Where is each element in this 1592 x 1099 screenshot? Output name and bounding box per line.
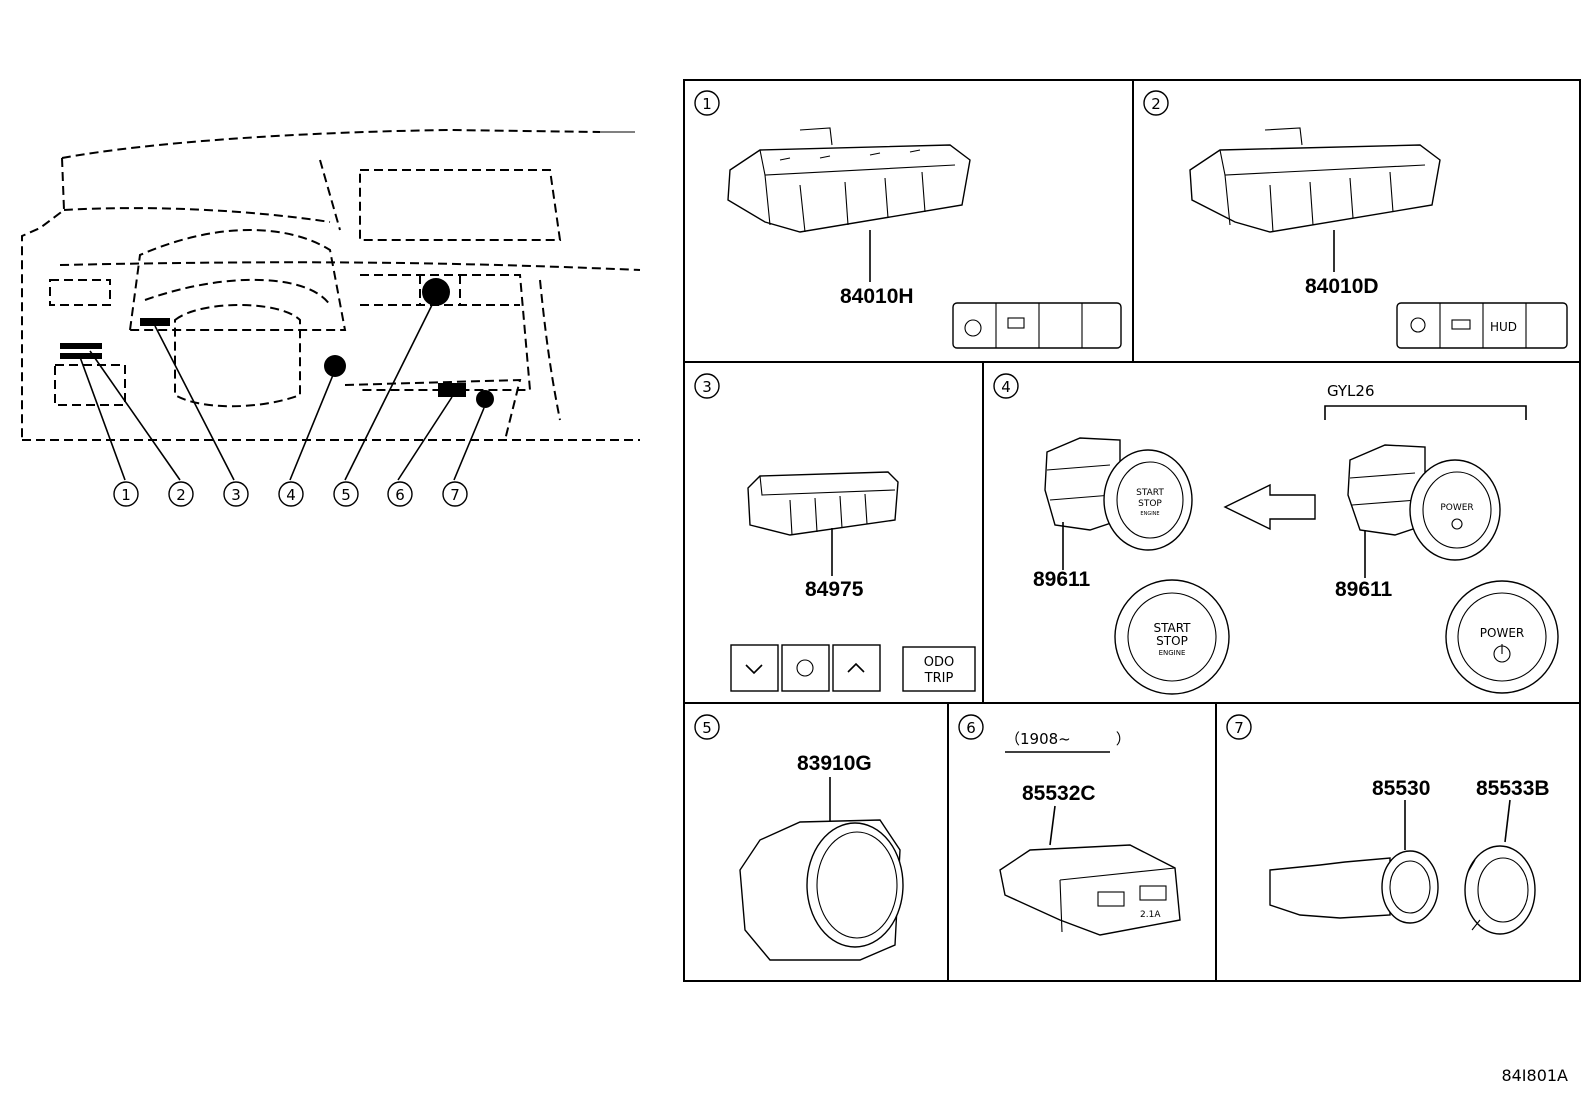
panel-2-index bbox=[1143, 90, 1169, 116]
button-row-3: ODO TRIP bbox=[730, 644, 976, 692]
start-label-small: START bbox=[1136, 488, 1164, 498]
callout-4 bbox=[278, 481, 304, 507]
usb-socket-1-icon bbox=[1097, 891, 1125, 907]
panel-4-index-label: 4 bbox=[1001, 378, 1011, 396]
usb-rating-label: 2.1A bbox=[1140, 910, 1161, 920]
part-number-85530: 85530 bbox=[1372, 777, 1430, 800]
callout-2 bbox=[168, 481, 194, 507]
variant-bracket bbox=[1324, 405, 1527, 420]
part-number-84975: 84975 bbox=[805, 578, 864, 601]
panel-grid bbox=[683, 79, 1581, 982]
part-number-84010h: 84010H bbox=[840, 285, 914, 308]
marker-2 bbox=[60, 353, 102, 359]
chevron-down-icon bbox=[745, 664, 763, 675]
ring-85533b bbox=[1464, 845, 1536, 935]
part-number-84010d: 84010D bbox=[1305, 275, 1379, 298]
callout-3-label: 3 bbox=[231, 486, 241, 504]
switch-block-84010d bbox=[1189, 127, 1441, 233]
panel-1-index bbox=[694, 90, 720, 116]
diagram-code: 84I801A bbox=[1501, 1066, 1568, 1085]
arrow-left-icon bbox=[1223, 483, 1316, 531]
power-label-small: POWER bbox=[1440, 503, 1473, 513]
dashboard-overview: 1 2 3 4 5 6 7 bbox=[21, 128, 641, 507]
hud-label: HUD bbox=[1490, 320, 1517, 334]
callout-2-label: 2 bbox=[176, 486, 186, 504]
odo-trip-button-face bbox=[902, 646, 976, 692]
chevron-up-icon bbox=[847, 662, 865, 673]
power-icon-small bbox=[1451, 518, 1463, 530]
panel-2-index-label: 2 bbox=[1151, 95, 1161, 113]
callout-5-label: 5 bbox=[341, 486, 351, 504]
variant-gyl26-label: GYL26 bbox=[1327, 382, 1374, 400]
stop-label-small: STOP bbox=[1138, 499, 1162, 509]
socket-85530 bbox=[1269, 850, 1439, 924]
callout-1 bbox=[113, 481, 139, 507]
steering-heater-icon bbox=[964, 319, 982, 337]
marker-6 bbox=[438, 383, 466, 397]
up-button-face bbox=[832, 644, 881, 692]
callout-3 bbox=[223, 481, 249, 507]
start-label: START bbox=[1153, 621, 1191, 635]
marker-4 bbox=[324, 355, 346, 377]
stop-label: STOP bbox=[1156, 634, 1188, 648]
switch-face-row-1 bbox=[952, 302, 1122, 349]
illumination-button-face bbox=[781, 644, 830, 692]
switch-block-84010h bbox=[727, 127, 971, 233]
auto-headlight-icon bbox=[1410, 317, 1426, 333]
start-stop-switch: START STOP ENGINE bbox=[1044, 437, 1193, 551]
start-stop-button-face: START STOP ENGINE bbox=[1114, 579, 1230, 695]
usb-socket-2-icon bbox=[1139, 885, 1167, 901]
usb-port-85532c: 2.1A bbox=[999, 844, 1181, 936]
panel-3-index bbox=[694, 373, 720, 399]
panel-1-index-label: 1 bbox=[702, 95, 712, 113]
panel-6-index bbox=[958, 714, 984, 740]
callout-6 bbox=[387, 481, 413, 507]
marker-5 bbox=[422, 278, 450, 306]
panel-7-index-label: 7 bbox=[1234, 719, 1244, 737]
power-label: POWER bbox=[1480, 626, 1524, 640]
callout-7-label: 7 bbox=[450, 486, 460, 504]
part-number-85532c: 85532C bbox=[1022, 782, 1096, 805]
illumination-icon bbox=[796, 659, 814, 677]
callout-5 bbox=[333, 481, 359, 507]
date-range-label: （1908~ ） bbox=[1005, 730, 1131, 748]
down-button-face bbox=[730, 644, 779, 692]
panel-7-index bbox=[1226, 714, 1252, 740]
panel-6-index-label: 6 bbox=[966, 719, 976, 737]
camera-icon bbox=[1451, 319, 1471, 330]
engine-label: ENGINE bbox=[1159, 649, 1186, 657]
part-number-83910g: 83910G bbox=[797, 752, 872, 775]
panel-4-index bbox=[993, 373, 1019, 399]
switch-face-row-2: HUD bbox=[1396, 302, 1568, 349]
callout-4-label: 4 bbox=[286, 486, 296, 504]
part-number-89611-a: 89611 bbox=[1033, 568, 1091, 591]
part-number-89611-b: 89611 bbox=[1335, 578, 1393, 601]
clock-83910g bbox=[739, 819, 904, 961]
part-number-85533b: 85533B bbox=[1476, 777, 1550, 800]
odo-label: ODO bbox=[924, 655, 954, 670]
callout-7 bbox=[442, 481, 468, 507]
panel-5-index-label: 5 bbox=[702, 719, 712, 737]
power-switch: POWER bbox=[1347, 444, 1501, 561]
marker-1 bbox=[60, 343, 102, 349]
panel-3-index-label: 3 bbox=[702, 378, 712, 396]
callout-1-label: 1 bbox=[121, 486, 131, 504]
power-button-face: POWER bbox=[1445, 580, 1559, 694]
panel-5-index bbox=[694, 714, 720, 740]
trip-label: TRIP bbox=[924, 671, 954, 686]
marker-7 bbox=[476, 390, 494, 408]
callout-6-label: 6 bbox=[395, 486, 405, 504]
marker-3 bbox=[140, 318, 170, 326]
engine-label-small: ENGINE bbox=[1140, 511, 1159, 517]
camera-view-icon bbox=[1007, 317, 1025, 329]
switch-84975 bbox=[747, 471, 899, 536]
